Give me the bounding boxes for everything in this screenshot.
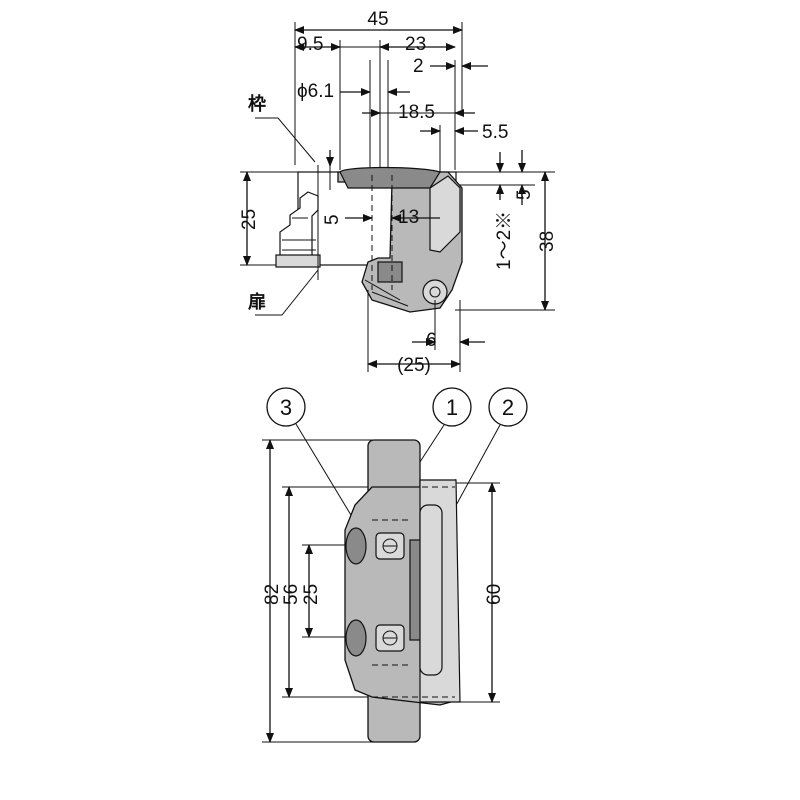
dim-offset-6: 6 [426, 330, 437, 351]
dim-height-38: 38 [537, 231, 558, 252]
dim-center-spacing: 23 [405, 34, 426, 55]
dim-depth-5-left: 5 [322, 214, 343, 225]
dim-gap-range: 1～2※ [494, 211, 515, 270]
dim-bottom-width: (25) [397, 355, 431, 376]
callout-1-label: 1 [446, 395, 458, 420]
dim-offset-5-5: 5.5 [482, 122, 508, 143]
dim-overall-width: 45 [367, 9, 388, 30]
dim-strike-height: 60 [484, 584, 505, 605]
roller-upper [345, 527, 367, 565]
callout-2 [488, 387, 528, 427]
screw-head-top [377, 261, 403, 283]
dim-edge-gap: 2 [413, 56, 424, 77]
front-view: 3 1 2 82 56 25 60 [262, 387, 528, 743]
dim-width-13: 13 [398, 207, 419, 228]
door-edge [275, 254, 321, 268]
roller-lower [345, 619, 367, 657]
door-profile [279, 191, 319, 259]
dim-depth-5-upper: 5 [514, 189, 535, 200]
catch-side-plate [429, 175, 461, 253]
dim-mount-height: 56 [281, 584, 302, 605]
dim-left-offset: 9.5 [297, 34, 323, 55]
callout-1 [432, 387, 472, 427]
callout-3-label: 3 [280, 395, 292, 420]
callout-2-label: 2 [502, 395, 514, 420]
dim-frame-thickness: 25 [239, 209, 260, 230]
label-frame: 枠 [248, 93, 266, 115]
dim-overall-height: 82 [262, 584, 283, 605]
label-door: 扉 [248, 291, 266, 313]
top-view: 45 9.5 23 2 ϕ6.1 18.5 5.5 1～2※ [239, 9, 558, 376]
magnet-cap [339, 166, 441, 189]
callout-3 [266, 387, 306, 427]
strike-rail [419, 504, 443, 676]
dim-hole-diameter: ϕ6.1 [297, 81, 334, 102]
dim-screw-pitch: 25 [301, 584, 322, 605]
dim-offset-18-5: 18.5 [398, 102, 435, 123]
